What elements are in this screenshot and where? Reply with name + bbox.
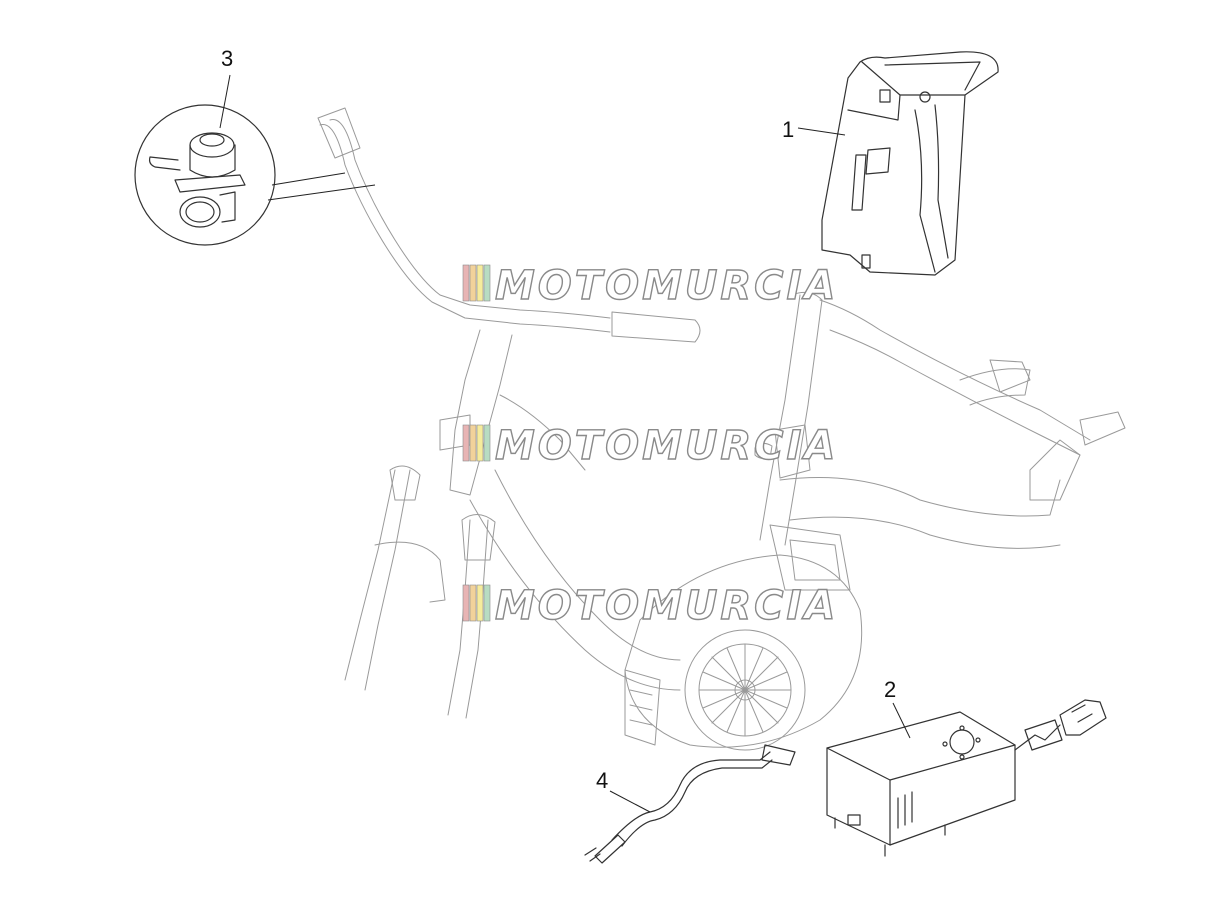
watermark-stripes xyxy=(462,584,491,622)
watermark-stripe xyxy=(469,584,477,622)
watermark-stripe xyxy=(469,424,477,462)
watermark-text: MOTOMURCIA xyxy=(495,423,838,469)
watermark-stripe xyxy=(462,264,470,302)
callout-3: 3 xyxy=(221,46,233,71)
watermark-stripes xyxy=(462,264,491,302)
callout-leader-lines xyxy=(219,74,911,813)
watermark-stripe xyxy=(476,424,484,462)
watermark-stripe xyxy=(469,264,477,302)
callout-2: 2 xyxy=(884,677,896,702)
watermark-logo: MOTOMURCIA xyxy=(462,262,838,310)
watermark-stripe xyxy=(462,424,470,462)
power-cable-part xyxy=(584,744,796,864)
watermark-stripe xyxy=(462,584,470,622)
callout-4: 4 xyxy=(596,768,608,793)
watermark-stripe xyxy=(476,264,484,302)
bicycle-frame-outline xyxy=(317,107,1126,751)
callout-1: 1 xyxy=(782,117,794,142)
watermark-text: MOTOMURCIA xyxy=(495,263,838,309)
watermark-stripe xyxy=(483,424,491,462)
watermark-logo: MOTOMURCIA xyxy=(462,582,838,630)
watermark-stripes xyxy=(462,424,491,462)
watermark-stripe xyxy=(483,264,491,302)
bell-detail-part xyxy=(134,104,376,246)
watermark-stripe xyxy=(483,584,491,622)
watermark-stripe xyxy=(476,584,484,622)
charger-part xyxy=(826,699,1107,857)
watermark-logo: MOTOMURCIA xyxy=(462,422,838,470)
battery-pack-part xyxy=(821,51,999,276)
watermark-text: MOTOMURCIA xyxy=(495,583,838,629)
